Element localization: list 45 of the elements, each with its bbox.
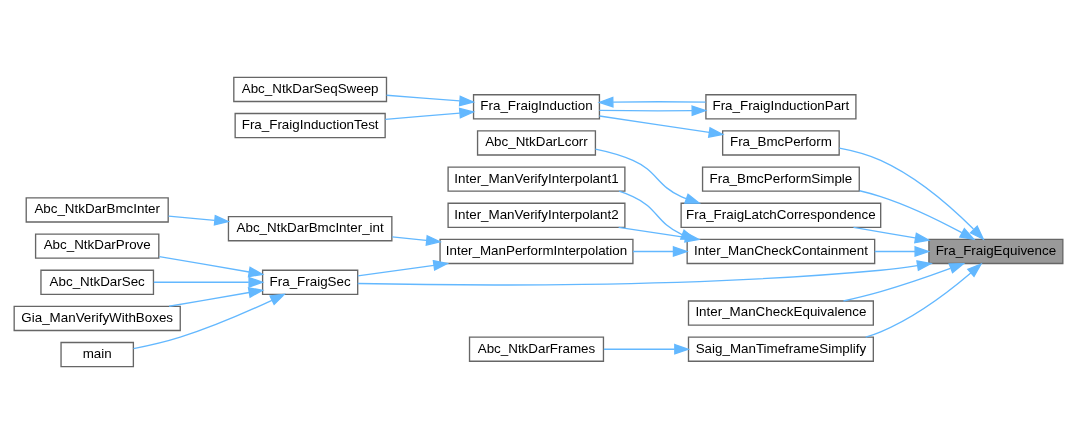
node-box: Fra_FraigInduction — [472, 93, 601, 120]
node-box: Fra_BmcPerformSimple — [701, 165, 860, 192]
arrow — [865, 262, 983, 338]
node-box: Abc_NtkDarBmcInter — [25, 196, 169, 223]
node-box: Abc_NtkDarSeqSweep — [233, 76, 388, 102]
arrow — [153, 276, 265, 288]
arrow — [597, 96, 707, 108]
node-box: Abc_NtkDarBmcInter_int — [227, 215, 393, 241]
node-box: Gia_ManVerifyWithBoxes — [13, 305, 181, 331]
arrow — [598, 104, 708, 116]
arrow — [874, 245, 931, 257]
arrow — [385, 94, 476, 107]
arrow — [852, 226, 931, 243]
node-box: Fra_BmcPerform — [722, 129, 840, 156]
node-box: Saig_ManTimeframeSimplify — [687, 336, 874, 362]
arrow — [594, 147, 702, 204]
arrow — [842, 262, 966, 302]
node-box: Abc_NtkDarSec — [40, 269, 155, 295]
node-box: Fra_FraigEquivence — [928, 238, 1064, 264]
node-box: Abc_NtkDarProve — [34, 232, 160, 259]
arrow — [603, 343, 691, 355]
node-box: Fra_FraigLatchCorrespondence — [680, 202, 882, 228]
arrow — [357, 259, 450, 277]
node-box: Inter_ManCheckEquivalence — [687, 299, 874, 326]
node-box: Abc_NtkDarFrames — [468, 336, 605, 362]
node-box: main — [60, 341, 135, 367]
arrow — [384, 107, 476, 120]
node-box: Inter_ManCheckContainment — [686, 238, 876, 264]
arrow — [838, 146, 985, 241]
node-box: Fra_FraigSec — [261, 269, 359, 295]
arrow — [167, 214, 231, 226]
node-box: Inter_ManPerformInterpolation — [439, 238, 634, 264]
node-box: Inter_ManVerifyInterpolant1 — [447, 165, 626, 192]
arrow — [132, 293, 287, 349]
node-box: Fra_FraigInductionPart — [705, 93, 857, 120]
arrow — [632, 245, 689, 257]
arrow — [391, 234, 443, 246]
arrow — [598, 114, 725, 138]
arrow — [357, 259, 933, 286]
node-box: Abc_NtkDarLcorr — [476, 129, 597, 156]
arrow — [858, 189, 976, 240]
arrow — [158, 255, 265, 277]
arrow — [168, 286, 265, 307]
node-box: Inter_ManVerifyInterpolant2 — [447, 202, 626, 228]
node-box: Fra_FraigInductionTest — [234, 112, 386, 138]
